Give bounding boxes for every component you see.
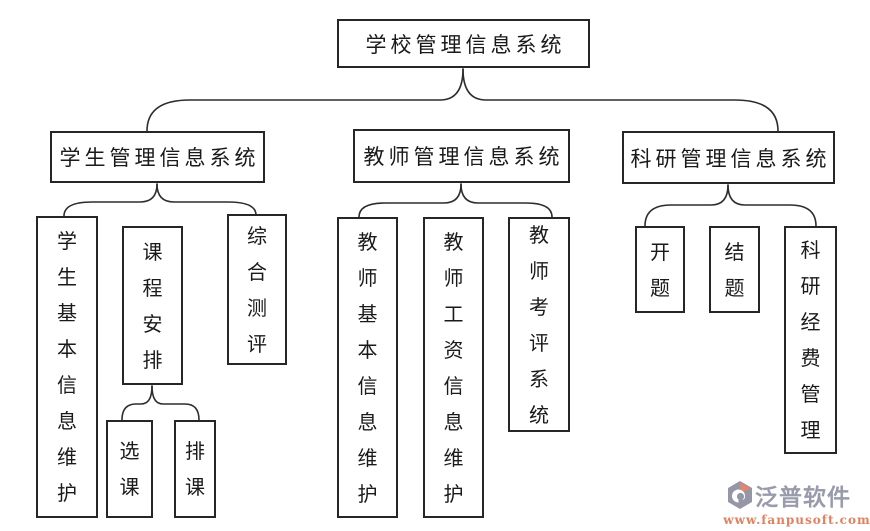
node-school-system: 学校管理信息系统 bbox=[337, 19, 590, 68]
node-teacher-eval-label: 教师考评系统 bbox=[529, 222, 549, 427]
edge-course-right bbox=[151, 385, 200, 421]
watermark-brand: 泛普软件 bbox=[755, 485, 851, 511]
edge-research-left bbox=[644, 184, 729, 227]
node-course-select-label: 选课 bbox=[119, 439, 140, 499]
node-student-branch: 学生管理信息系统 bbox=[50, 131, 265, 183]
node-funding-label: 科研经费管理 bbox=[800, 238, 821, 442]
node-overall-eval-label: 综合测评 bbox=[247, 223, 267, 356]
node-teacher-branch-label: 教师管理信息系统 bbox=[363, 145, 564, 169]
edge-student-right bbox=[156, 183, 257, 216]
node-student-info-label: 学生基本信息维护 bbox=[57, 229, 77, 505]
node-student-branch-label: 学生管理信息系统 bbox=[59, 146, 260, 170]
watermark: 泛普软件 www.fanpusoft.com bbox=[722, 478, 870, 527]
node-teacher-eval: 教师考评系统 bbox=[508, 217, 570, 432]
edge-research-right bbox=[727, 184, 817, 227]
node-teacher-info: 教师基本信息维护 bbox=[337, 217, 398, 518]
node-course-plan-label: 课程安排 bbox=[142, 239, 163, 372]
node-research-branch-label: 科研管理信息系统 bbox=[630, 146, 831, 171]
node-course-select: 选课 bbox=[106, 420, 153, 518]
watermark-url: www.fanpusoft.com bbox=[723, 513, 870, 527]
node-course-arrange-label: 排课 bbox=[185, 439, 205, 499]
node-funding: 科研经费管理 bbox=[784, 226, 837, 454]
node-teacher-salary: 教师工资信息维护 bbox=[423, 217, 484, 518]
edge-course-left bbox=[121, 385, 153, 421]
node-student-info: 学生基本信息维护 bbox=[36, 216, 98, 518]
node-teacher-info-label: 教师基本信息维护 bbox=[357, 229, 378, 506]
fanpu-logo-icon bbox=[728, 481, 752, 509]
node-school-system-label: 学校管理信息系统 bbox=[365, 32, 566, 57]
edge-root-right bbox=[462, 68, 779, 132]
node-teacher-branch: 教师管理信息系统 bbox=[353, 129, 570, 183]
node-course-arrange: 排课 bbox=[174, 420, 216, 518]
edge-teacher-left bbox=[358, 183, 462, 218]
node-conclusion-label: 结题 bbox=[724, 239, 745, 300]
node-course-plan: 课程安排 bbox=[122, 226, 183, 385]
edge-root-left bbox=[146, 68, 464, 132]
node-overall-eval: 综合测评 bbox=[227, 214, 287, 365]
edge-student-left bbox=[63, 183, 158, 217]
edge-teacher-right bbox=[460, 183, 553, 218]
node-proposal: 开题 bbox=[635, 226, 685, 313]
node-research-branch: 科研管理信息系统 bbox=[622, 131, 835, 184]
node-conclusion: 结题 bbox=[709, 226, 760, 313]
node-teacher-salary-label: 教师工资信息维护 bbox=[443, 229, 464, 506]
node-proposal-label: 开题 bbox=[650, 239, 670, 300]
